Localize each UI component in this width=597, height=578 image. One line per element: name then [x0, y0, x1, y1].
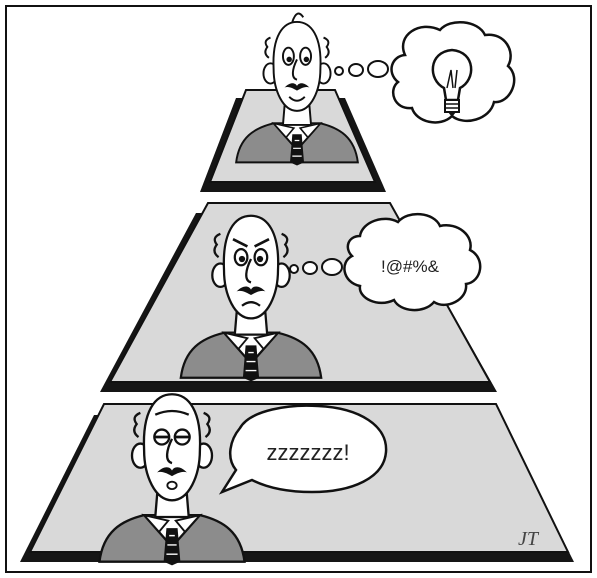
artist-signature: JT	[518, 528, 540, 550]
thought-text: !@#%&	[381, 257, 440, 276]
speech-text: zzzzzzz!	[266, 440, 349, 465]
